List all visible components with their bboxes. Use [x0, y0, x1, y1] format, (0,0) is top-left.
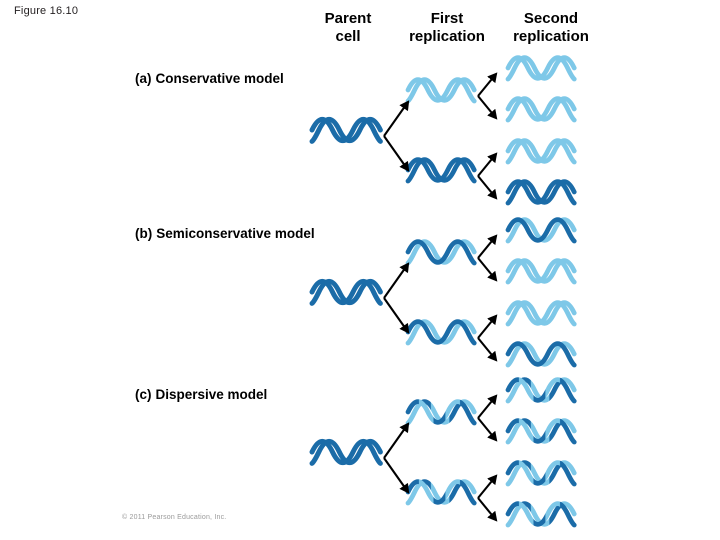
- helix-dispersive-second-4: [508, 504, 574, 525]
- model-tag-a: (a): [135, 71, 152, 86]
- branch-arrow-layer: [383, 72, 498, 522]
- branch-arrow-dispersive-gen2-2: [477, 497, 498, 522]
- figure-number: Figure 16.10: [14, 5, 79, 17]
- model-label-conservative: (a) Conservative model: [135, 69, 330, 88]
- helix-semiconservative-parent: [312, 281, 380, 303]
- branch-arrow-conservative-gen1: [383, 100, 410, 137]
- helix-conservative-first-2: [408, 160, 474, 181]
- helix-dispersive-first-2: [408, 482, 474, 503]
- branch-arrow-conservative-gen2-2: [477, 175, 498, 200]
- helix-conservative-second-4: [508, 182, 574, 203]
- helix-dispersive-first-1: [408, 402, 474, 423]
- branch-arrow-semiconservative-gen2-1: [477, 257, 498, 282]
- column-header-parent-cell: Parent cell: [324, 10, 372, 46]
- branch-arrow-semiconservative-gen2-1: [477, 234, 498, 259]
- helix-conservative-second-3: [508, 141, 574, 162]
- helix-conservative-second-1: [508, 58, 574, 79]
- branch-arrow-semiconservative-gen2-2: [477, 337, 498, 362]
- branch-arrow-dispersive-gen1: [383, 457, 410, 494]
- helix-semiconservative-second-4: [508, 344, 574, 365]
- branch-arrow-dispersive-gen2-2: [477, 474, 498, 499]
- helix-layer: [312, 58, 574, 525]
- helix-semiconservative-second-1: [508, 220, 574, 241]
- helix-conservative-parent: [312, 119, 380, 141]
- helix-dispersive-second-3: [508, 463, 574, 484]
- model-label-semiconservative: (b) Semiconservative model: [135, 224, 330, 243]
- branch-arrow-semiconservative-gen1: [383, 297, 410, 334]
- model-name-a: Conservative model: [155, 71, 284, 86]
- copyright-notice: © 2011 Pearson Education, Inc.: [122, 514, 227, 521]
- helix-semiconservative-first-2: [408, 322, 474, 343]
- column-header-second-replication: Second replication: [513, 10, 589, 46]
- branch-arrow-conservative-gen1: [383, 135, 410, 172]
- branch-arrow-dispersive-gen2-1: [477, 417, 498, 442]
- helix-dispersive-parent: [312, 441, 380, 463]
- branch-arrow-conservative-gen2-2: [477, 152, 498, 177]
- helix-semiconservative-second-2: [508, 261, 574, 282]
- helix-dispersive-second-1: [508, 380, 574, 401]
- model-name-b: Semiconservative model: [156, 226, 315, 241]
- model-name-c: Dispersive model: [155, 387, 268, 402]
- model-tag-c: (c): [135, 387, 152, 402]
- helix-conservative-second-2: [508, 99, 574, 120]
- branch-arrow-semiconservative-gen1: [383, 262, 410, 299]
- branch-arrow-dispersive-gen1: [383, 422, 410, 459]
- branch-arrow-dispersive-gen2-1: [477, 394, 498, 419]
- helix-semiconservative-second-3: [508, 303, 574, 324]
- column-header-first-replication: First replication: [409, 10, 485, 46]
- model-tag-b: (b): [135, 226, 153, 241]
- branch-arrow-conservative-gen2-1: [477, 72, 498, 97]
- model-label-dispersive: (c) Dispersive model: [135, 385, 345, 404]
- branch-arrow-conservative-gen2-1: [477, 95, 498, 120]
- helix-conservative-first-1: [408, 80, 474, 101]
- helix-semiconservative-first-1: [408, 242, 474, 263]
- helix-dispersive-second-2: [508, 421, 574, 442]
- branch-arrow-semiconservative-gen2-2: [477, 314, 498, 339]
